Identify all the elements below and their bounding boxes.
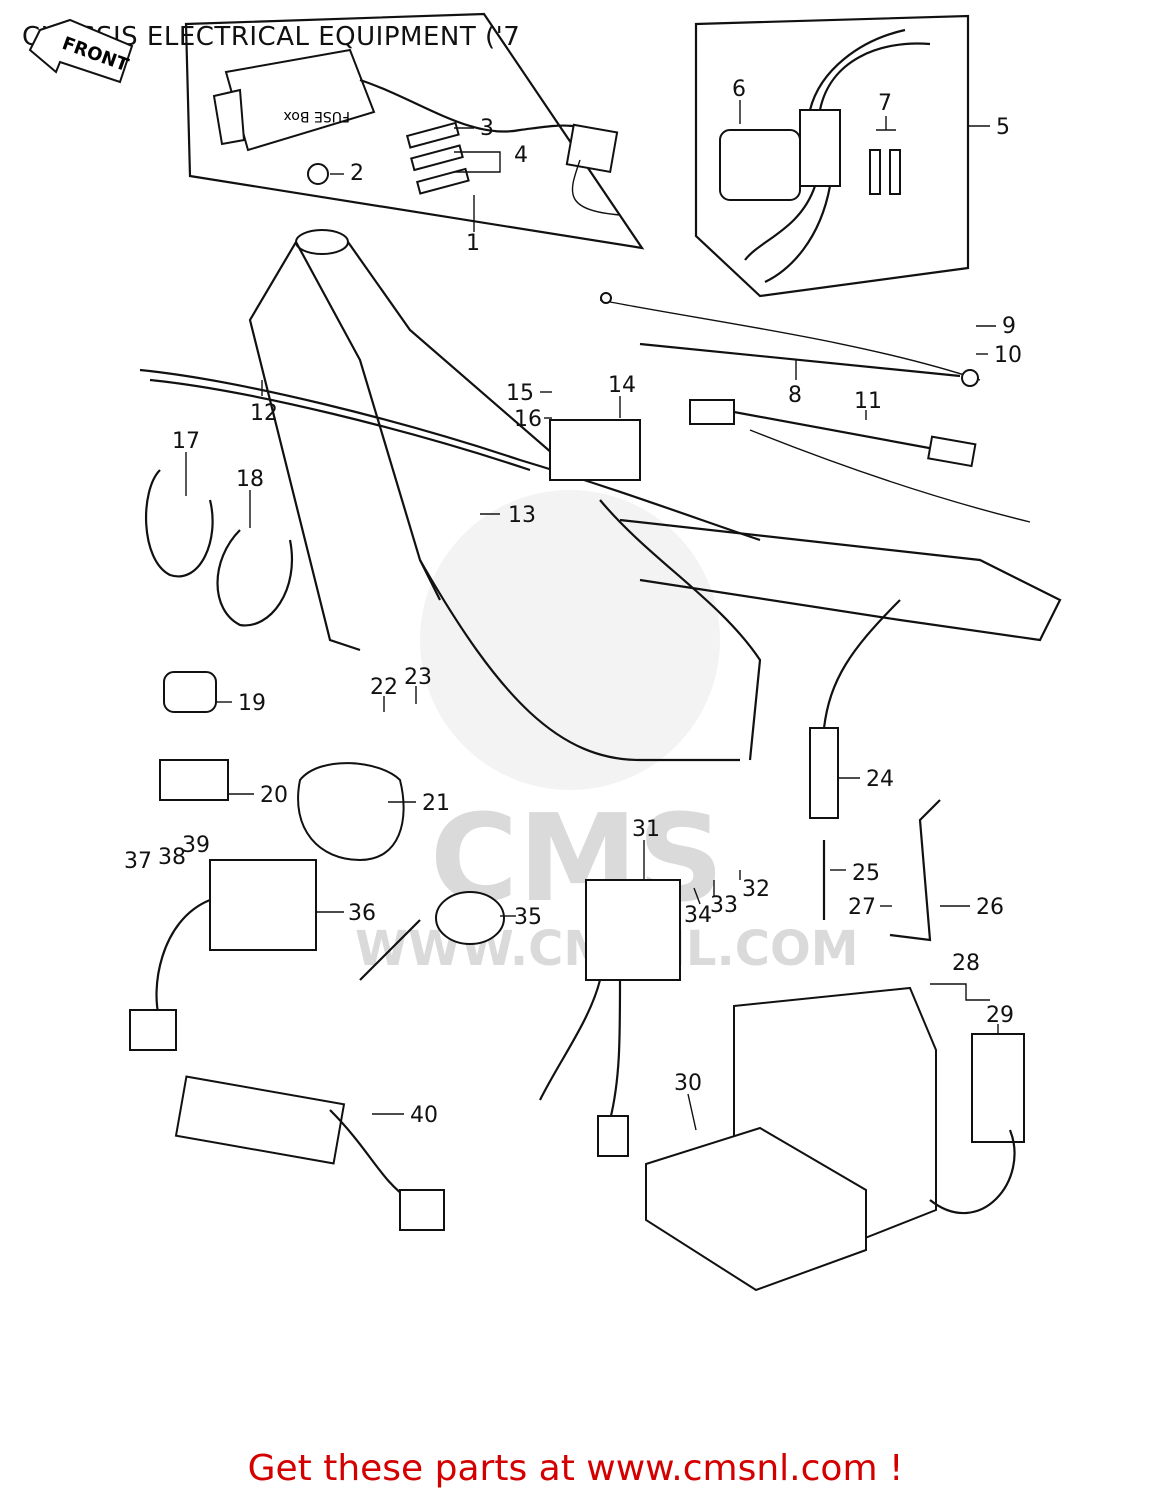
svg-text:26: 26 xyxy=(976,895,1004,920)
callout-35: 35 xyxy=(500,905,542,930)
callout-34: 34 xyxy=(684,887,712,928)
callout-13: 13 xyxy=(480,503,536,528)
callout-25: 25 xyxy=(830,861,880,886)
svg-text:4: 4 xyxy=(514,143,528,168)
callout-19: 19 xyxy=(216,691,266,716)
svg-text:25: 25 xyxy=(852,861,880,886)
callout-36: 36 xyxy=(316,901,376,926)
svg-text:19: 19 xyxy=(238,691,266,716)
svg-text:22: 22 xyxy=(370,675,398,700)
svg-text:31: 31 xyxy=(632,817,660,842)
callout-40: 40 xyxy=(372,1103,438,1128)
svg-text:8: 8 xyxy=(788,383,802,408)
callout-21: 21 xyxy=(388,791,450,816)
callout-38: 38 xyxy=(158,845,186,870)
callout-16: 16 xyxy=(514,407,552,432)
callout-17: 17 xyxy=(172,429,200,496)
svg-text:33: 33 xyxy=(710,893,738,918)
svg-text:36: 36 xyxy=(348,901,376,926)
svg-text:6: 6 xyxy=(732,77,746,102)
cmsnl-link[interactable]: Get these parts at www.cmsnl.com ! xyxy=(247,1448,904,1489)
frame-and-harness xyxy=(129,229,1062,1292)
callout-8: 8 xyxy=(788,360,802,408)
front-arrow-icon: FRONT xyxy=(28,18,134,84)
svg-text:24: 24 xyxy=(866,767,894,792)
svg-text:20: 20 xyxy=(260,783,288,808)
svg-text:35: 35 xyxy=(514,905,542,930)
callout-20: 20 xyxy=(228,783,288,808)
callout-3: 3 xyxy=(454,116,494,141)
svg-text:40: 40 xyxy=(410,1103,438,1128)
callout-11: 11 xyxy=(854,389,882,420)
callout-4: 4 xyxy=(454,143,528,173)
callout-6: 6 xyxy=(732,77,746,124)
callout-2: 2 xyxy=(330,161,364,186)
callout-27: 27 xyxy=(848,895,892,920)
callout-1: 1 xyxy=(466,195,480,256)
callout-26: 26 xyxy=(940,895,1004,920)
callout-33: 33 xyxy=(710,880,738,918)
fuse-box-kit: FUSE Box xyxy=(184,12,645,250)
svg-text:39: 39 xyxy=(182,833,210,858)
callout-39: 39 xyxy=(182,833,210,858)
callout-10: 10 xyxy=(976,343,1022,368)
callout-23: 23 xyxy=(404,665,432,704)
svg-text:7: 7 xyxy=(878,91,892,116)
svg-text:30: 30 xyxy=(674,1071,702,1096)
svg-text:28: 28 xyxy=(952,951,980,976)
svg-text:10: 10 xyxy=(994,343,1022,368)
svg-text:15: 15 xyxy=(506,381,534,406)
fuse-box-text: FUSE Box xyxy=(283,108,350,124)
svg-text:29: 29 xyxy=(986,1003,1014,1028)
callout-28: 28 xyxy=(930,951,990,1001)
callout-labels: 1 2 3 4 5 6 7 8 9 10 11 12 13 14 15 16 1… xyxy=(124,77,1022,1131)
svg-text:27: 27 xyxy=(848,895,876,920)
svg-text:23: 23 xyxy=(404,665,432,690)
callout-9: 9 xyxy=(976,314,1016,339)
svg-text:2: 2 xyxy=(350,161,364,186)
svg-text:17: 17 xyxy=(172,429,200,454)
callout-7: 7 xyxy=(876,91,896,131)
svg-text:14: 14 xyxy=(608,373,636,398)
svg-text:13: 13 xyxy=(508,503,536,528)
callout-12: 12 xyxy=(250,380,278,426)
svg-text:21: 21 xyxy=(422,791,450,816)
svg-text:37: 37 xyxy=(124,849,152,874)
svg-text:1: 1 xyxy=(466,231,480,256)
svg-text:5: 5 xyxy=(996,115,1010,140)
svg-text:11: 11 xyxy=(854,389,882,414)
callout-30: 30 xyxy=(674,1071,702,1131)
svg-text:12: 12 xyxy=(250,401,278,426)
callout-31: 31 xyxy=(632,817,660,880)
svg-text:34: 34 xyxy=(684,903,712,928)
svg-text:16: 16 xyxy=(514,407,542,432)
callout-5: 5 xyxy=(968,115,1010,140)
svg-text:3: 3 xyxy=(480,116,494,141)
callout-32: 32 xyxy=(739,870,770,902)
callout-24: 24 xyxy=(838,767,894,792)
callout-37: 37 xyxy=(124,849,152,874)
callout-29: 29 xyxy=(986,1003,1014,1034)
footer-banner: Get these parts at www.cmsnl.com ! xyxy=(0,1448,1151,1489)
callout-18: 18 xyxy=(236,467,264,528)
svg-text:38: 38 xyxy=(158,845,186,870)
callout-22: 22 xyxy=(370,675,398,712)
svg-text:9: 9 xyxy=(1002,314,1016,339)
svg-text:18: 18 xyxy=(236,467,264,492)
svg-text:32: 32 xyxy=(742,877,770,902)
callout-14: 14 xyxy=(608,373,636,418)
connector-kit xyxy=(694,14,970,298)
callout-15: 15 xyxy=(506,381,552,406)
